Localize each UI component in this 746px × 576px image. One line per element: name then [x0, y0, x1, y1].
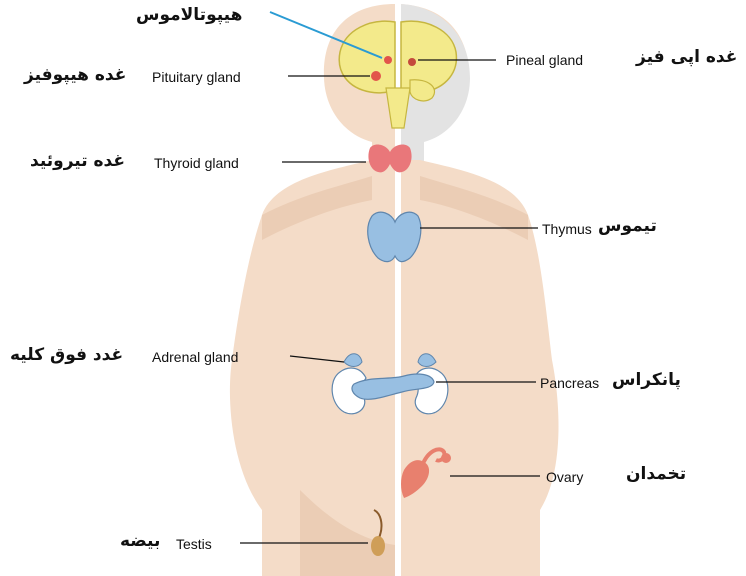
ovary-label-fa: تخمدان — [626, 465, 686, 483]
pituitary-label-fa: غده هیپوفیز — [24, 66, 126, 84]
adrenal-label-fa: غدد فوق کلیه — [10, 346, 123, 364]
pineal-gland — [408, 58, 416, 66]
hypothalamus-label-fa: هیپوتالاموس — [136, 6, 242, 24]
thymus-label-fa: تیموس — [598, 217, 657, 235]
hypothalamus-marker — [384, 56, 392, 64]
pituitary-label-en: Pituitary gland — [152, 68, 241, 86]
testis-label-en: Testis — [176, 535, 212, 553]
pancreas-label-en: Pancreas — [540, 374, 599, 392]
adrenal-label-en: Adrenal gland — [152, 348, 238, 366]
thyroid-label-fa: غده تیروئید — [30, 152, 125, 170]
testis — [371, 536, 385, 556]
midline-divider — [395, 0, 401, 576]
thymus-gland — [368, 212, 421, 261]
pineal-label-en: Pineal gland — [506, 51, 583, 69]
pancreas-label-fa: پانکراس — [612, 371, 681, 389]
ovary-label-en: Ovary — [546, 468, 583, 486]
pituitary-gland — [371, 71, 381, 81]
testis-label-fa: بیضه — [120, 532, 160, 550]
thymus-label-en: Thymus — [542, 220, 592, 238]
thyroid-label-en: Thyroid gland — [154, 154, 239, 172]
pineal-label-fa: غده اپی فیز — [636, 48, 737, 66]
ovary — [441, 453, 451, 463]
